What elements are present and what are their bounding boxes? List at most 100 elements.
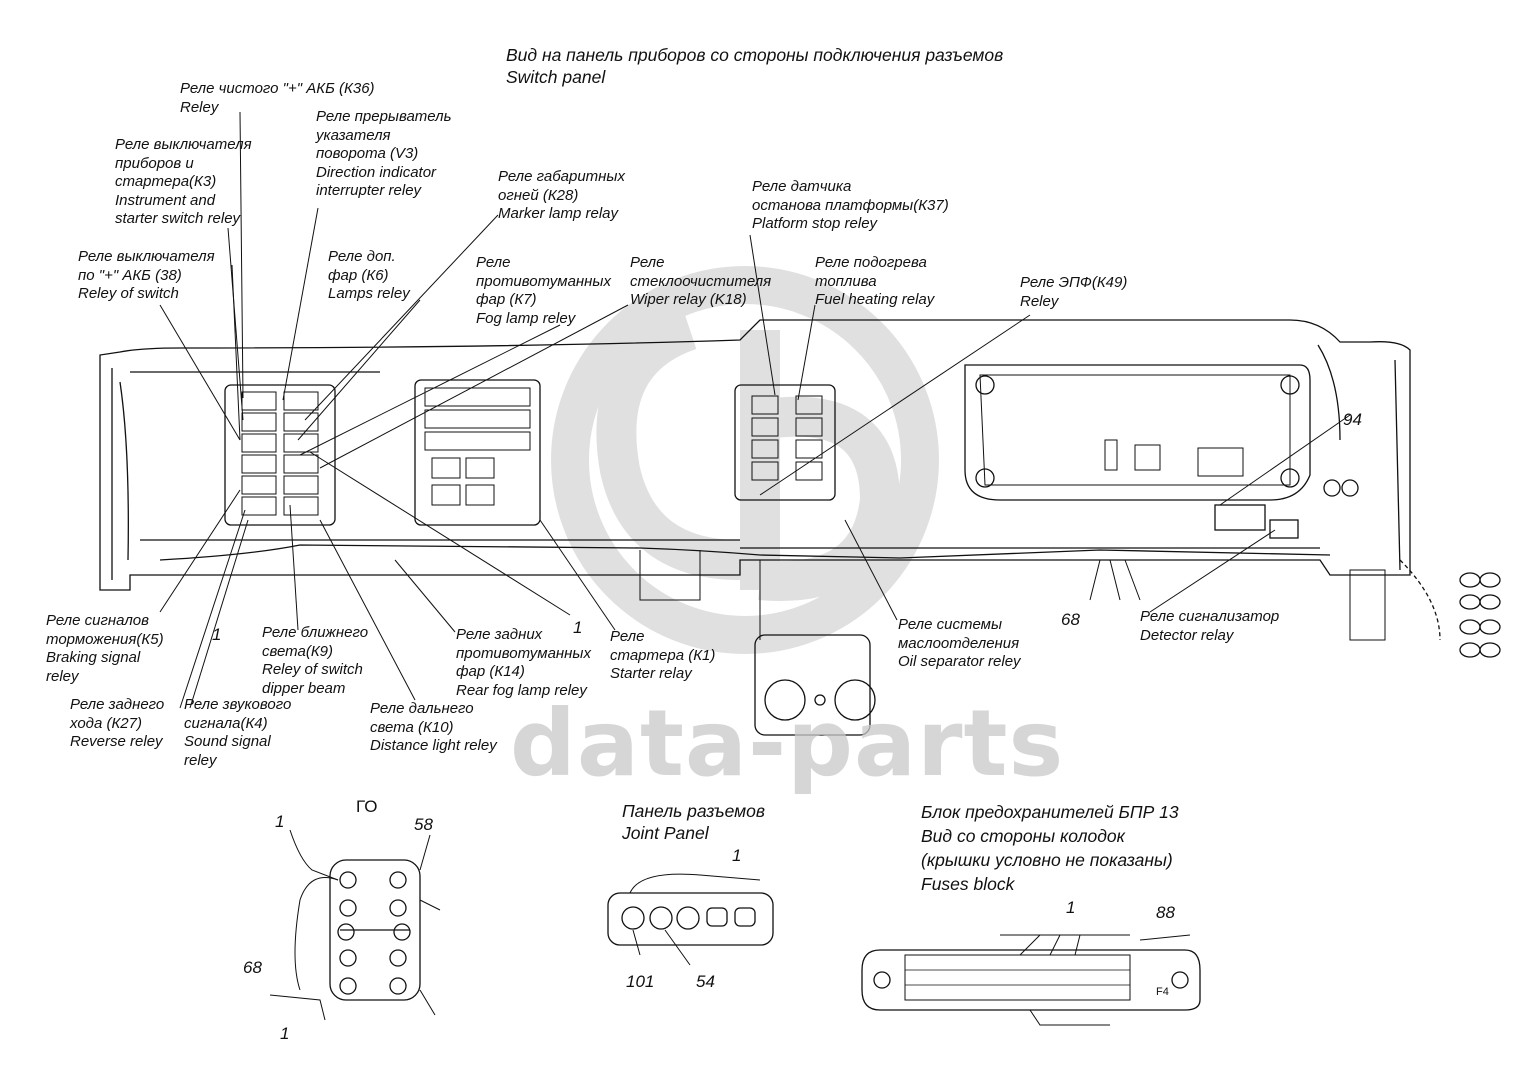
label-line: Wiper relay (K18): [630, 291, 747, 308]
label-line: Reley: [180, 98, 219, 116]
label-relay-k10: Реле дальнего света (К10) Distance light…: [370, 700, 497, 756]
label-line: Reverse reley: [70, 733, 163, 750]
callout-1: 1: [573, 618, 583, 637]
joint-panel-drawing: [607, 873, 774, 966]
title-line: (крышки условно не показаны): [921, 850, 1173, 870]
label-relay-k7: Реле противотуманных фар (К7) Fog lamp r…: [476, 254, 611, 328]
label-line: стеклоочистителя: [630, 272, 772, 290]
label-line: Instrument and: [115, 191, 216, 209]
label-line: Реле заднего: [70, 696, 165, 713]
label-line: Sound signal: [184, 733, 271, 750]
callout-1: 1: [280, 1024, 290, 1043]
label-line: Detector relay: [1140, 626, 1234, 644]
dashboard-body: [99, 319, 1501, 736]
label-line: Реле задних: [456, 626, 543, 643]
label-line: Starter relay: [610, 665, 692, 682]
label-relay-fuel-heating: Реле подогрева топлива Fuel heating rela…: [815, 254, 934, 310]
go-block-drawing: [269, 829, 441, 1021]
label-line: противотуманных: [456, 644, 591, 662]
fuse-block-f4-label: F4: [1156, 986, 1169, 998]
label-line: Реле системы: [898, 616, 1002, 633]
label-line: хода (К27): [70, 714, 142, 732]
label-line: по "+" АКБ (38): [78, 266, 182, 284]
title-line: Панель разъемов: [622, 801, 766, 821]
callout-1: 1: [212, 625, 222, 644]
label-line: Реле чистого "+" АКБ (К36): [180, 80, 375, 97]
callout-101: 101: [626, 972, 655, 991]
title-line: Joint Panel: [622, 823, 709, 843]
label-relay-k37: Реле датчика останова платформы(К37) Pla…: [752, 178, 949, 234]
callout-58: 58: [414, 815, 433, 834]
label-line: Reley: [1020, 292, 1059, 310]
label-relay-k5: Реле сигналов торможения(К5) Braking sig…: [46, 612, 164, 686]
label-line: Реле ЭПФ(К49): [1020, 274, 1128, 291]
callout-1: 1: [1066, 898, 1076, 917]
label-line: Реле габаритных: [498, 168, 625, 185]
label-line: топлива: [815, 272, 877, 290]
label-line: Реле ближнего: [262, 624, 369, 641]
label-relay-k28: Реле габаритных огней (К28) Marker lamp …: [498, 168, 625, 224]
label-line: starter switch reley: [115, 210, 241, 227]
leader-lines: [159, 111, 1351, 709]
label-line: Реле дальнего: [370, 700, 474, 717]
label-line: Реле доп.: [328, 248, 396, 265]
label-relay-k14: Реле задних противотуманных фар (К14) Re…: [456, 626, 591, 700]
label-line: стартера(К3): [115, 173, 217, 190]
label-relay-k1: Реле стартера (К1) Starter relay: [610, 628, 715, 684]
label-line: Реле выключателя: [115, 136, 252, 153]
label-line: Реле: [630, 254, 665, 271]
title-line: Fuses block: [921, 874, 1015, 894]
label-line: останова платформы(К37): [752, 196, 949, 214]
label-relay-k18: Реле стеклоочистителя Wiper relay (K18): [630, 254, 771, 310]
label-line: Реле: [476, 254, 511, 271]
label-relay-k36: Реле чистого "+" АКБ (К36) Reley: [180, 80, 375, 117]
label-line: Distance light reley: [370, 737, 497, 754]
label-line: света(К9): [262, 642, 334, 660]
label-line: света (К10): [370, 718, 454, 736]
header-line: Switch panel: [506, 67, 606, 87]
diagram-header: Вид на панель приборов со стороны подклю…: [506, 44, 1003, 88]
label-line: Platform stop reley: [752, 215, 878, 232]
label-line: Реле прерыватель: [316, 108, 452, 125]
callout-94: 94: [1343, 410, 1362, 429]
label-line: Lamps reley: [328, 285, 410, 302]
label-line: dipper beam: [262, 679, 346, 697]
label-line: Fog lamp reley: [476, 309, 576, 327]
callout-54: 54: [696, 972, 715, 991]
label-line: Direction indicator: [316, 163, 437, 181]
label-relay-k4: Реле звукового сигнала(К4) Sound signal …: [184, 696, 291, 770]
label-line: Braking signal: [46, 649, 141, 666]
label-relay-v3: Реле прерыватель указателя поворота (V3)…: [316, 108, 452, 201]
label-relay-k49: Реле ЭПФ(К49) Reley: [1020, 274, 1127, 311]
label-line: Marker lamp relay: [498, 205, 619, 222]
label-line: Fuel heating relay: [815, 291, 935, 308]
label-line: указателя: [316, 126, 391, 144]
label-line: Реле датчика: [752, 178, 852, 195]
label-line: Oil separator reley: [898, 653, 1021, 670]
watermark-text: data-parts: [510, 690, 1065, 797]
label-line: reley: [184, 751, 217, 769]
label-line: Реле: [610, 628, 645, 645]
label-line: Reley of switch: [262, 661, 363, 678]
label-line: Реле выключателя: [78, 248, 215, 265]
callout-1: 1: [275, 812, 285, 831]
label-line: Реле сигналов: [46, 612, 149, 629]
label-line: Реле подогрева: [815, 254, 927, 271]
label-relay-k9: Реле ближнего света(К9) Reley of switch …: [262, 624, 368, 698]
label-relay-k6: Реле доп. фар (К6) Lamps reley: [328, 248, 410, 304]
label-relay-detector: Реле сигнализатор Detector relay: [1140, 608, 1279, 645]
header-line: Вид на панель приборов со стороны подклю…: [506, 45, 1004, 65]
joint-panel-title: Панель разъемов Joint Panel: [622, 800, 765, 844]
label-line: reley: [46, 667, 79, 685]
label-relay-k27: Реле заднего хода (К27) Reverse reley: [70, 696, 164, 752]
label-line: фар (К14): [456, 663, 525, 680]
label-line: Rear fog lamp reley: [456, 681, 587, 699]
label-relay-k38: Реле выключателя по "+" АКБ (38) Reley o…: [78, 248, 215, 304]
title-line: Блок предохранителей БПР 13: [921, 802, 1179, 822]
label-line: Реле звукового: [184, 696, 292, 713]
label-line: поворота (V3): [316, 145, 419, 162]
callout-1: 1: [732, 846, 742, 865]
go-block-title: ГО: [356, 797, 378, 816]
label-line: сигнала(К4): [184, 714, 268, 732]
